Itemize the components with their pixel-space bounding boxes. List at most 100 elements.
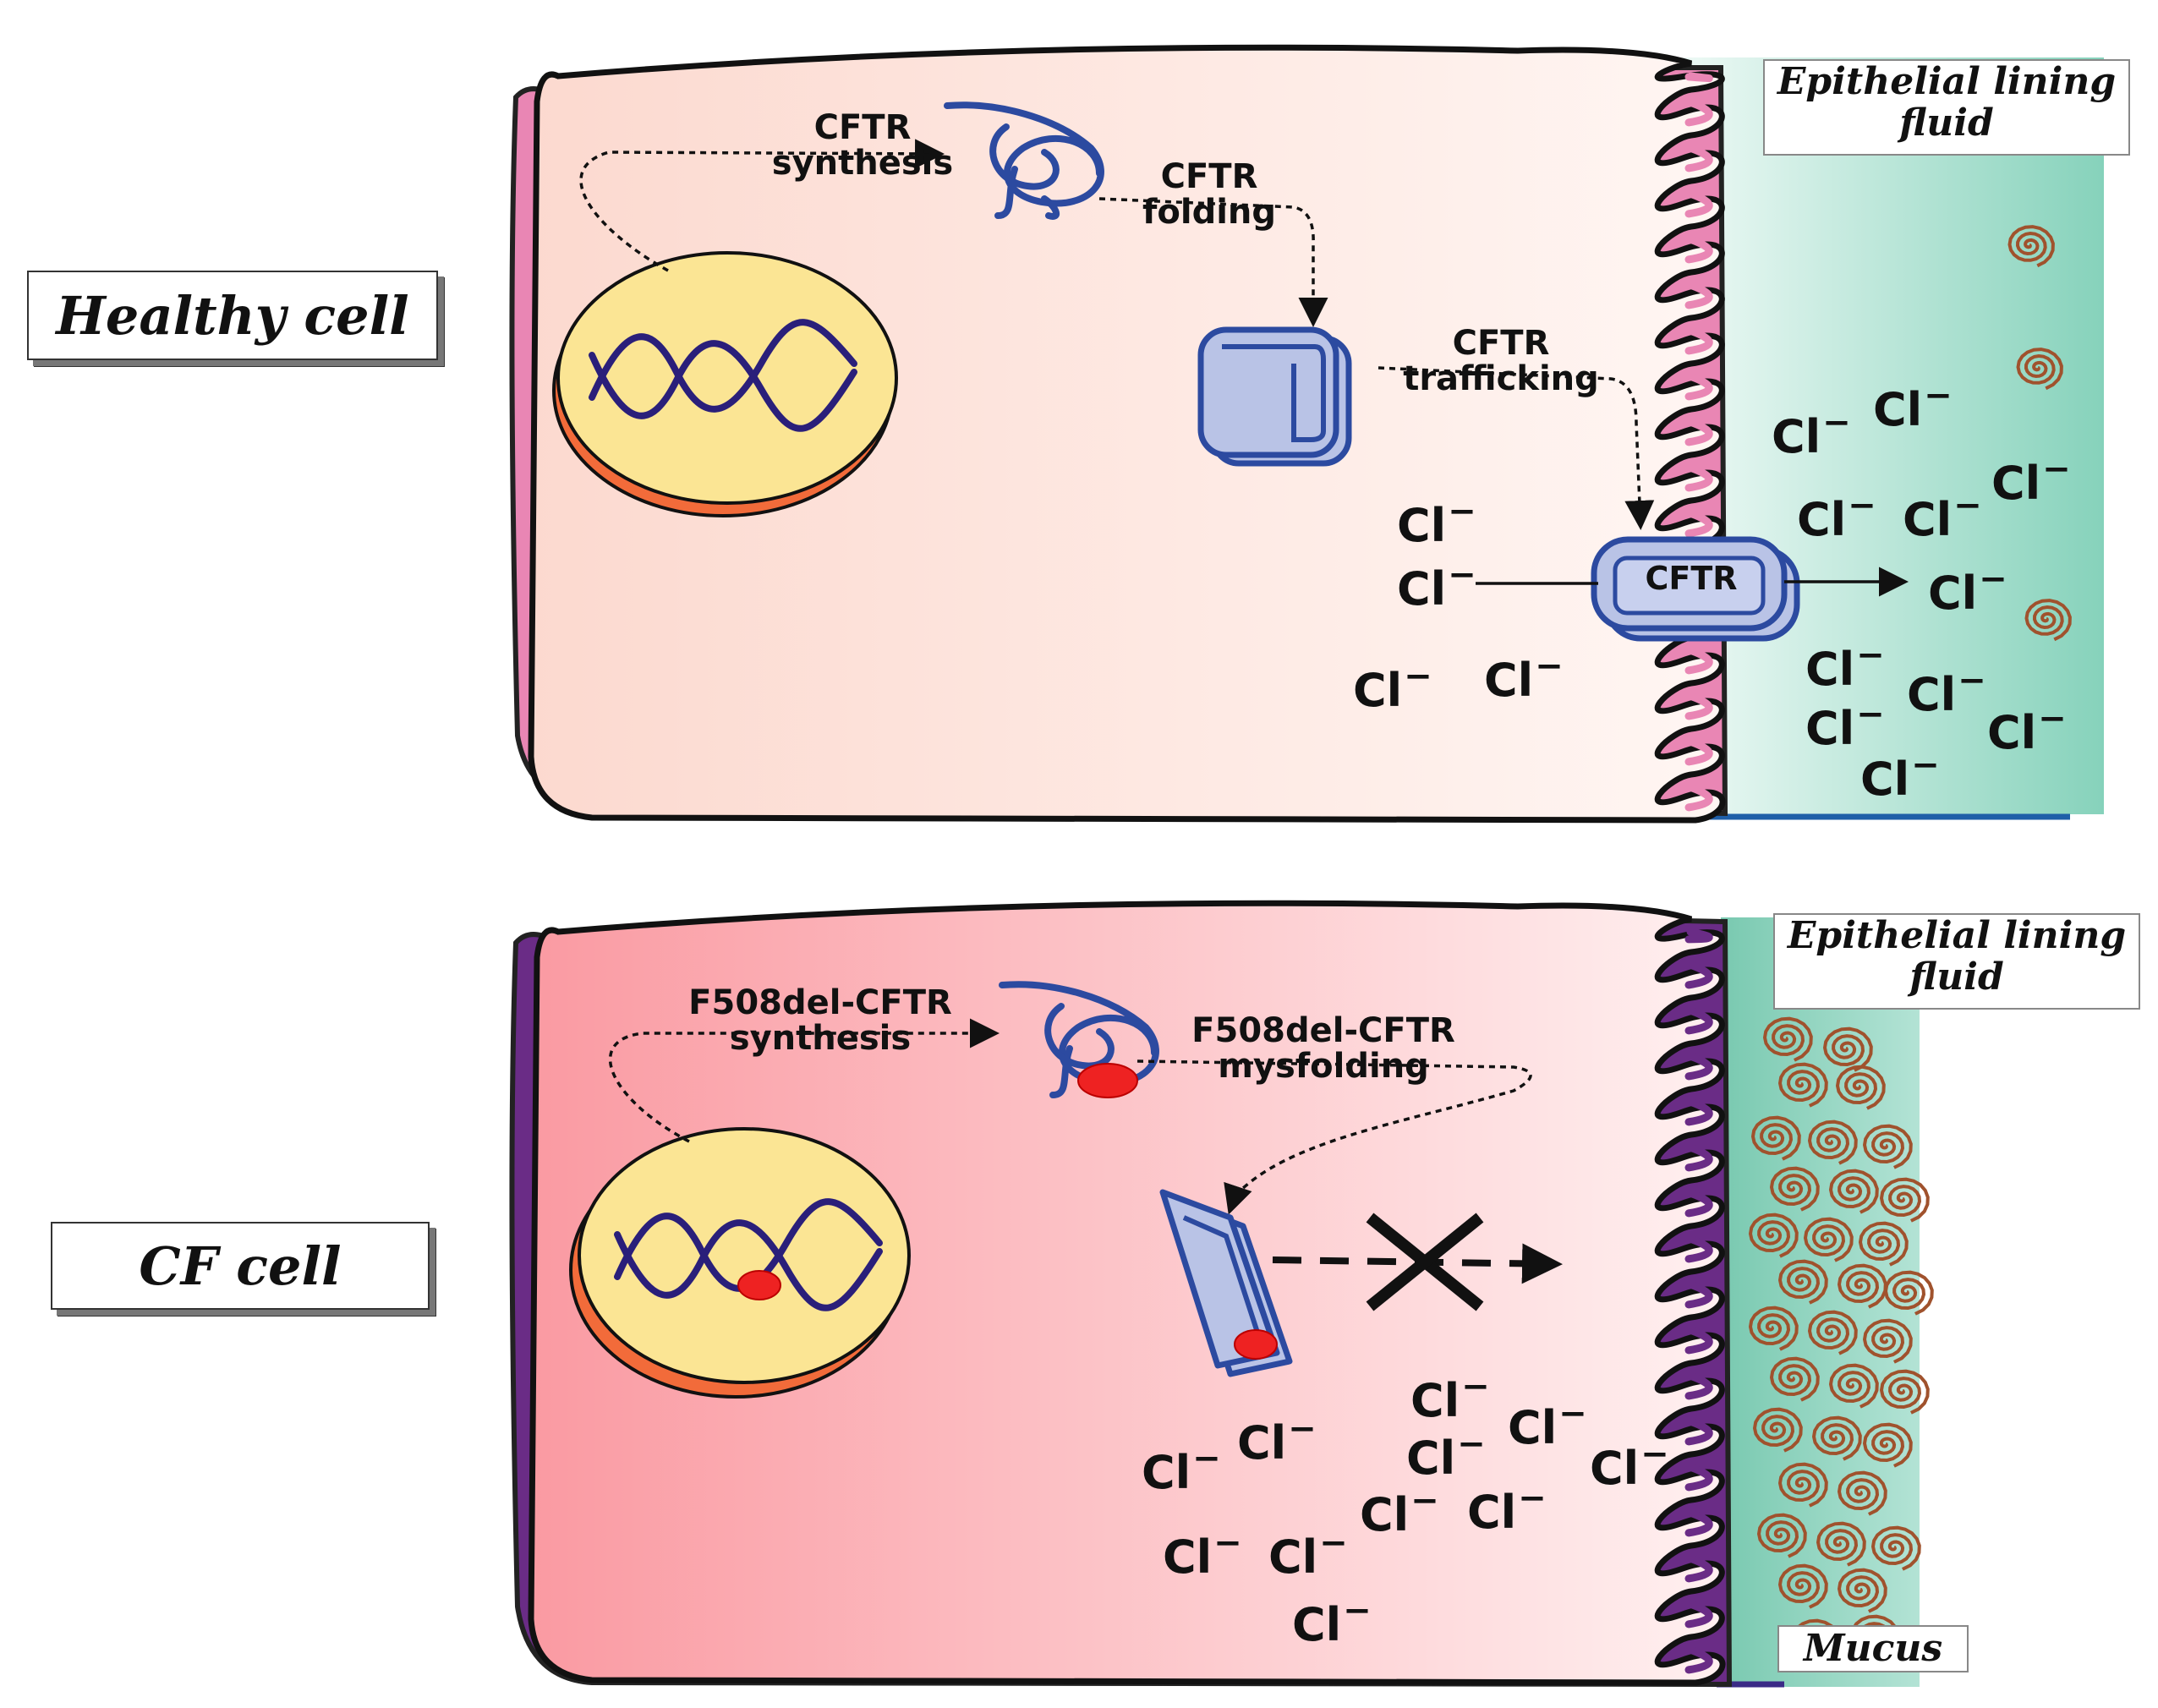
chloride-ion: Cl− — [1987, 699, 2067, 759]
chloride-ion: Cl− — [1805, 636, 1885, 696]
mucus-spiral-icon — [1807, 1120, 1858, 1165]
healthy-mucus-spirals — [2007, 225, 2072, 642]
chloride-ion: Cl− — [1410, 1367, 1490, 1427]
healthy-fluid-region — [1664, 57, 2104, 814]
cf-fluid-label: Epithelial lining fluid — [1773, 913, 2140, 1010]
chloride-ion: Cl− — [1467, 1479, 1547, 1539]
microvillus — [1684, 1280, 1713, 1309]
healthy-step-trafficking: CFTR trafficking — [1370, 326, 1632, 397]
mucus-spiral-icon — [1858, 1221, 1909, 1267]
healthy-synthesis-arrow — [579, 139, 945, 272]
healthy-step-folding: CFTR folding — [1091, 159, 1328, 230]
microvillus — [1684, 1006, 1713, 1035]
microvillus — [1684, 1645, 1713, 1674]
cf-panel — [509, 900, 1934, 1688]
microvillus — [1684, 1417, 1713, 1446]
healthy-step-trafficking-line1: CFTR — [1452, 324, 1550, 363]
chloride-ion: Cl− — [1991, 450, 2071, 510]
healthy-trafficking-arrow — [1378, 366, 1655, 530]
microvillus — [1684, 1554, 1713, 1583]
microvillus — [1684, 1052, 1713, 1081]
mucus-spiral-icon — [1803, 1217, 1854, 1262]
chloride-ion: Cl− — [1237, 1410, 1317, 1470]
chloride-ion: Cl− — [1860, 746, 1940, 806]
microvillus — [1684, 372, 1713, 401]
microvillus — [1684, 1463, 1713, 1492]
mucus-spiral-icon — [1862, 1318, 1913, 1364]
cf-misfolded-cftr-icon — [1159, 1189, 1293, 1377]
microvillus — [1684, 189, 1713, 218]
healthy-step-folding-line1: CFTR — [1160, 157, 1258, 196]
healthy-step-synthesis-line1: CFTR — [813, 108, 912, 147]
cf-mucus-label: Mucus — [1777, 1625, 1969, 1672]
healthy-step-synthesis-line2: synthesis — [771, 144, 954, 183]
cf-fluid-region — [1721, 917, 1920, 1687]
microvillus — [1684, 928, 1713, 944]
cf-cell-label-text: CF cell — [139, 1234, 342, 1297]
microvillus — [1684, 1508, 1713, 1537]
mucus-spiral-icon — [1756, 1513, 1807, 1558]
mucus-spiral-icon — [1762, 1016, 1813, 1062]
microvillus — [1684, 509, 1713, 538]
healthy-fluid-label-line1: Epithelial lining — [1777, 60, 2117, 103]
microvillus — [1684, 144, 1713, 172]
mucus-spiral-icon — [1883, 1270, 1934, 1316]
mucus-spiral-icon — [2024, 599, 2072, 642]
microvillus — [1684, 1234, 1713, 1263]
chloride-ion: Cl− — [1907, 661, 1986, 721]
mucus-spiral-icon — [1862, 1124, 1913, 1169]
microvillus — [1684, 737, 1713, 766]
mucus-spiral-icon — [1837, 1568, 1887, 1613]
microvillus — [1684, 326, 1713, 355]
mucus-spiral-icon — [1862, 1422, 1913, 1468]
mucus-spiral-icon — [1769, 1356, 1820, 1402]
mucus-spiral-icon — [1777, 1563, 1828, 1609]
cf-fluid-label-line1: Epithelial lining — [1787, 914, 2127, 957]
healthy-folding-arrow — [1098, 197, 1328, 327]
microvillus — [1684, 463, 1713, 492]
cf-protein-mutation-icon — [1077, 1063, 1138, 1098]
microvillus — [1684, 418, 1713, 446]
healthy-panel — [509, 44, 2104, 824]
chloride-ion: Cl− — [1397, 556, 1476, 616]
chloride-ion: Cl− — [1163, 1524, 1242, 1584]
microvillus — [1684, 1098, 1713, 1126]
microvillus — [1684, 72, 1713, 83]
cf-cell-label: CF cell — [51, 1222, 430, 1310]
mucus-spiral-icon — [1828, 1363, 1879, 1409]
chloride-ion: Cl− — [1772, 403, 1851, 463]
chloride-ion: Cl− — [1397, 492, 1476, 552]
mucus-spiral-icon — [1822, 1026, 1873, 1072]
chloride-ion: Cl− — [1360, 1481, 1439, 1541]
microvillus — [1684, 783, 1713, 812]
healthy-step-synthesis: CFTR synthesis — [736, 110, 989, 181]
cf-block-cross-icon — [1366, 1213, 1484, 1311]
healthy-fluid-label: Epithelial lining fluid — [1763, 59, 2130, 156]
microvillus — [1684, 1600, 1713, 1629]
mucus-spiral-icon — [1777, 1462, 1828, 1508]
healthy-folded-cftr-icon — [1197, 326, 1352, 467]
mucus-spiral-icon — [1748, 1306, 1799, 1351]
chloride-ion: Cl− — [1142, 1439, 1221, 1499]
mucus-spiral-icon — [1811, 1415, 1862, 1461]
mucus-spiral-icon — [2016, 348, 2063, 391]
microvillus — [1684, 961, 1713, 989]
microvillus — [1684, 235, 1713, 264]
mucus-spiral-icon — [1870, 1525, 1921, 1571]
healthy-dna-helix — [589, 319, 857, 432]
mucus-spiral-icon — [1748, 1213, 1799, 1258]
healthy-cftr-coil-icon — [944, 101, 1104, 220]
mucus-spiral-icon — [1828, 1169, 1879, 1214]
microvillus — [1684, 646, 1713, 675]
microvillus — [1684, 1143, 1713, 1172]
chloride-ion: Cl− — [1353, 657, 1432, 717]
chloride-ion: Cl− — [1805, 695, 1885, 755]
healthy-cftr-channel-label: CFTR — [1645, 560, 1738, 597]
cf-step-synthesis: F508del-CFTR synthesis — [643, 985, 998, 1056]
cf-microvilli — [1684, 928, 1713, 1674]
mucus-spiral-icon — [1837, 1263, 1887, 1309]
healthy-fluid-label-line2: fluid — [1899, 101, 1994, 145]
mucus-spiral-icon — [1769, 1166, 1820, 1212]
chloride-ion: Cl− — [1484, 647, 1564, 707]
microvillus — [1684, 1326, 1713, 1355]
